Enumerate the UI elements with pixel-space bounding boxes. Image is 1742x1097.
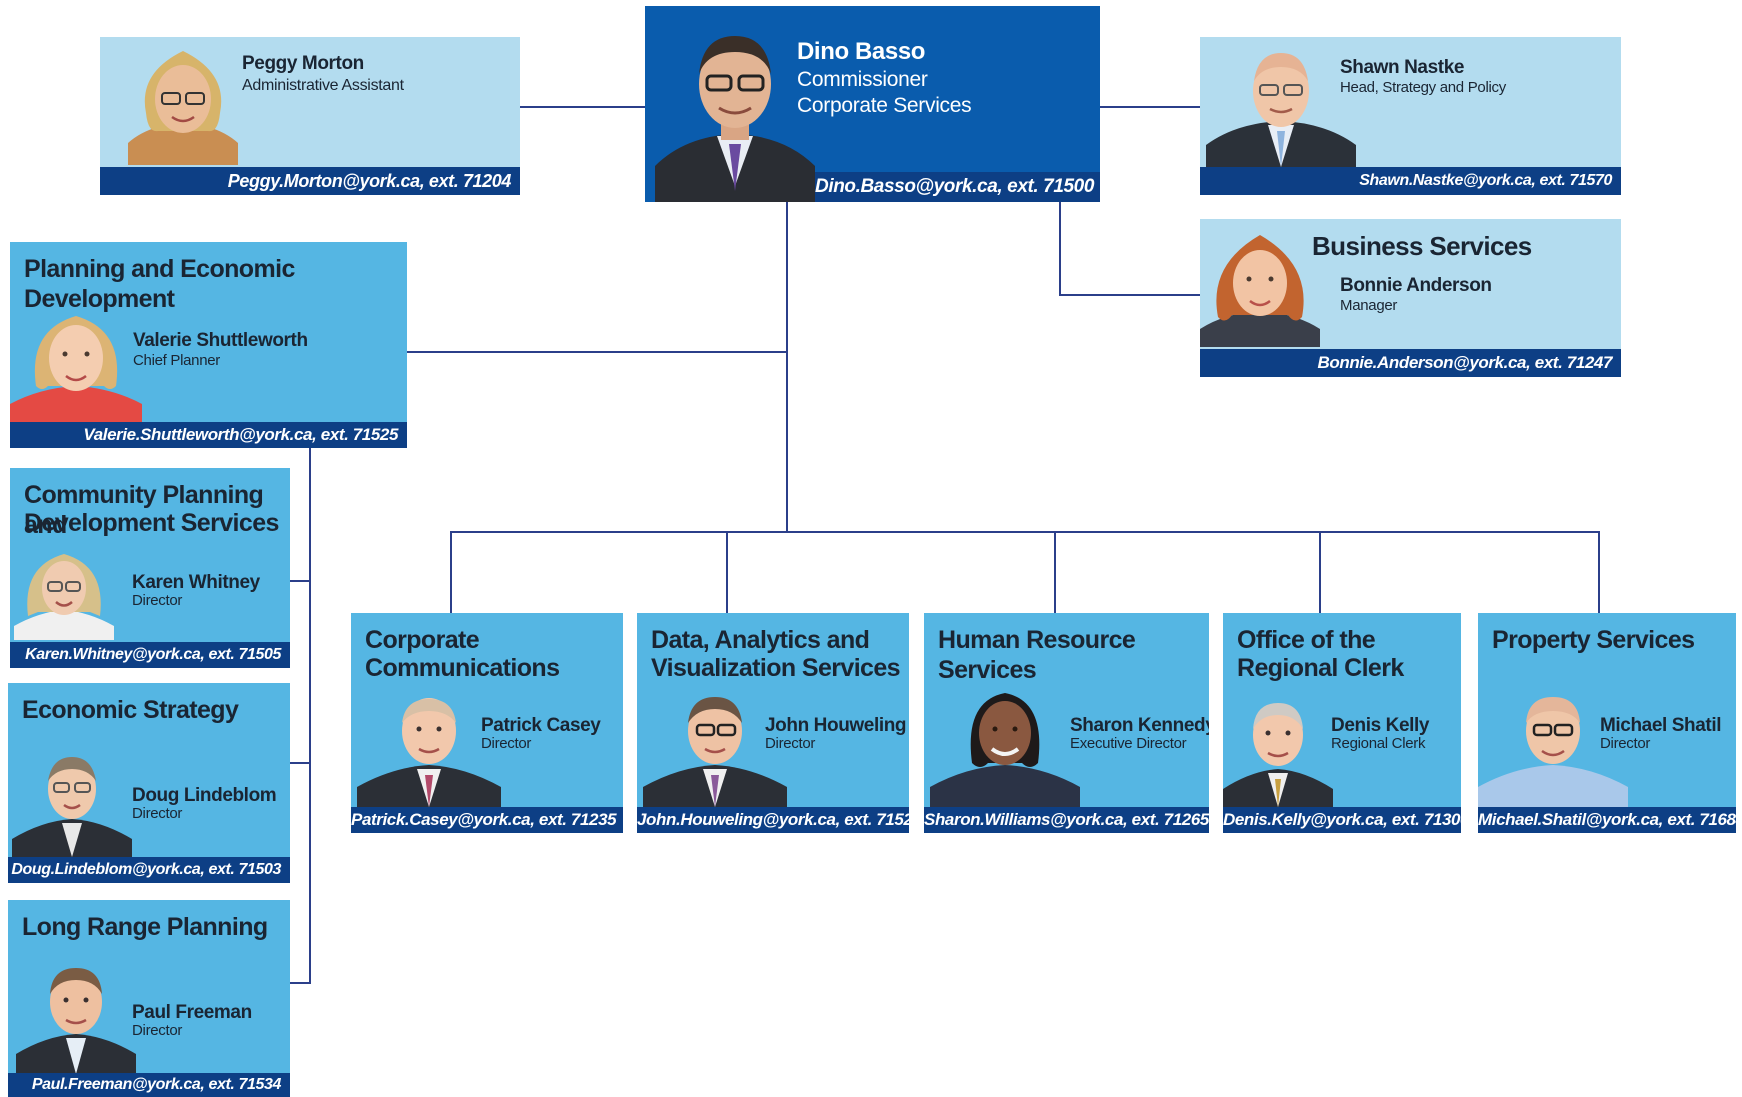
commissioner-division: Corporate Services	[797, 94, 972, 117]
business-dept: Business Services	[1312, 231, 1532, 261]
bottom-unit-card[interactable]: Property Services Michael Shatil Directo…	[1478, 613, 1736, 833]
planning-role: Chief Planner	[133, 352, 220, 369]
bottom-unit-role: Director	[765, 735, 816, 752]
connector-trunk	[786, 200, 788, 532]
bottom-unit-card[interactable]: Office of the Regional Clerk Denis Kelly…	[1223, 613, 1461, 833]
assistant-role: Administrative Assistant	[242, 77, 404, 94]
planning-contact[interactable]: Valerie.Shuttleworth@york.ca, ext. 71525	[10, 422, 407, 448]
bottom-unit-role: Regional Clerk	[1331, 735, 1426, 752]
business-card[interactable]: Business Services Bonnie Anderson Manage…	[1200, 219, 1621, 377]
left-unit-name: Paul Freeman	[132, 1002, 252, 1023]
left-unit-photo	[14, 546, 114, 640]
connector-business-v	[1059, 200, 1061, 296]
left-unit-contact[interactable]: Paul.Freeman@york.ca, ext. 71534	[8, 1073, 290, 1097]
connector-left-2	[290, 762, 311, 764]
bottom-unit-card[interactable]: Data, Analytics and Visualization Servic…	[637, 613, 909, 833]
connector-business-h	[1059, 294, 1200, 296]
connector-drop-4	[1319, 531, 1321, 613]
bottom-unit-role: Executive Director	[1070, 735, 1187, 752]
connector-left-1	[290, 580, 311, 582]
bottom-unit-contact[interactable]: Patrick.Casey@york.ca, ext. 71235	[351, 807, 623, 833]
left-unit-name: Karen Whitney	[132, 572, 260, 593]
connector-drop-2	[726, 531, 728, 613]
planning-dept: Planning and Economic Development	[24, 255, 295, 313]
strategy-contact[interactable]: Shawn.Nastke@york.ca, ext. 71570	[1200, 167, 1621, 195]
bottom-unit-photo	[643, 687, 787, 807]
bottom-unit-contact[interactable]: John.Houweling@york.ca, ext. 71529	[637, 807, 909, 833]
bottom-unit-contact[interactable]: Denis.Kelly@york.ca, ext. 71300	[1223, 807, 1461, 833]
bottom-unit-name: Sharon Kennedy	[1070, 715, 1209, 736]
bottom-unit-dept-line2: Visualization Services	[651, 654, 901, 682]
planning-photo	[10, 300, 142, 424]
strategy-card[interactable]: Shawn Nastke Head, Strategy and Policy S…	[1200, 37, 1621, 195]
bottom-unit-card[interactable]: Corporate Communications Patrick Casey D…	[351, 613, 623, 833]
bottom-unit-dept-line1: Office of the	[1237, 626, 1376, 654]
strategy-photo	[1206, 41, 1356, 167]
bottom-unit-dept-line2: Regional Clerk	[1237, 654, 1404, 682]
left-unit-contact[interactable]: Doug.Lindeblom@york.ca, ext. 71503	[8, 857, 290, 883]
connector-drop-5	[1598, 531, 1600, 613]
bottom-unit-dept-line1: Property Services	[1492, 626, 1695, 654]
left-unit-role: Director	[132, 592, 183, 609]
left-unit-name: Doug Lindeblom	[132, 785, 277, 806]
strategy-name: Shawn Nastke	[1340, 57, 1465, 78]
bottom-unit-photo	[357, 687, 501, 807]
planning-card[interactable]: Planning and Economic Development Valeri…	[10, 242, 407, 448]
bottom-unit-name: Denis Kelly	[1331, 715, 1430, 736]
connector-planning	[407, 351, 788, 353]
left-unit-dept-line2: Development Services	[24, 509, 279, 537]
left-unit-role: Director	[132, 1022, 183, 1039]
business-name: Bonnie Anderson	[1340, 275, 1492, 296]
connector-drop-3	[1054, 531, 1056, 613]
bottom-unit-dept-line1: Corporate	[365, 626, 480, 654]
assistant-card[interactable]: Peggy Morton Administrative Assistant Pe…	[100, 37, 520, 195]
connector-assistant	[520, 106, 645, 108]
bottom-unit-dept-line2: Communications	[365, 654, 560, 682]
business-photo	[1200, 225, 1320, 347]
left-unit-card[interactable]: Long Range Planning Paul Freeman Directo…	[8, 900, 290, 1097]
bottom-unit-photo	[1478, 683, 1628, 807]
planning-name: Valerie Shuttleworth	[133, 330, 308, 351]
bottom-unit-dept-line1: Human Resource Services	[938, 626, 1136, 684]
left-unit-photo	[16, 956, 136, 1074]
connector-bottom-bar	[450, 531, 1599, 533]
bottom-unit-photo	[930, 683, 1080, 807]
assistant-name: Peggy Morton	[242, 53, 364, 74]
connector-drop-1	[450, 531, 452, 613]
commissioner-contact[interactable]: Dino.Basso@york.ca, ext. 71500	[815, 172, 1100, 202]
strategy-role: Head, Strategy and Policy	[1340, 79, 1506, 96]
bottom-unit-name: John Houweling	[765, 715, 907, 736]
assistant-contact[interactable]: Peggy.Morton@york.ca, ext. 71204	[100, 167, 520, 195]
assistant-photo	[128, 43, 238, 165]
bottom-unit-dept-line1: Data, Analytics and	[651, 626, 870, 654]
business-contact[interactable]: Bonnie.Anderson@york.ca, ext. 71247	[1200, 349, 1621, 377]
commissioner-card[interactable]: Dino Basso Commissioner Corporate Servic…	[645, 6, 1100, 202]
bottom-unit-photo	[1223, 693, 1333, 807]
bottom-unit-contact[interactable]: Michael.Shatil@york.ca, ext. 71684	[1478, 807, 1736, 833]
left-unit-contact[interactable]: Karen.Whitney@york.ca, ext. 71505	[10, 642, 290, 668]
left-unit-card[interactable]: Community Planning and Development Servi…	[10, 468, 290, 668]
bottom-unit-role: Director	[481, 735, 532, 752]
bottom-unit-name: Patrick Casey	[481, 715, 601, 736]
left-unit-card[interactable]: Economic Strategy Doug Lindeblom Directo…	[8, 683, 290, 883]
connector-left-3	[290, 982, 311, 984]
bottom-unit-card[interactable]: Human Resource Services Sharon Kennedy E…	[924, 613, 1209, 833]
left-unit-dept-line1: Long Range Planning	[22, 913, 268, 941]
connector-strategy	[1100, 106, 1200, 108]
left-unit-dept-line1: Community Planning and	[24, 481, 264, 539]
connector-left-spine	[309, 448, 311, 984]
left-unit-role: Director	[132, 805, 183, 822]
commissioner-title: Commissioner	[797, 68, 928, 91]
commissioner-name: Dino Basso	[797, 38, 926, 65]
bottom-unit-name: Michael Shatil	[1600, 715, 1722, 736]
bottom-unit-contact[interactable]: Sharon.Williams@york.ca, ext. 71265	[924, 807, 1209, 833]
left-unit-photo	[12, 747, 132, 857]
commissioner-photo	[655, 16, 815, 202]
bottom-unit-role: Director	[1600, 735, 1651, 752]
business-role: Manager	[1340, 297, 1398, 314]
left-unit-dept-line1: Economic Strategy	[22, 696, 239, 724]
